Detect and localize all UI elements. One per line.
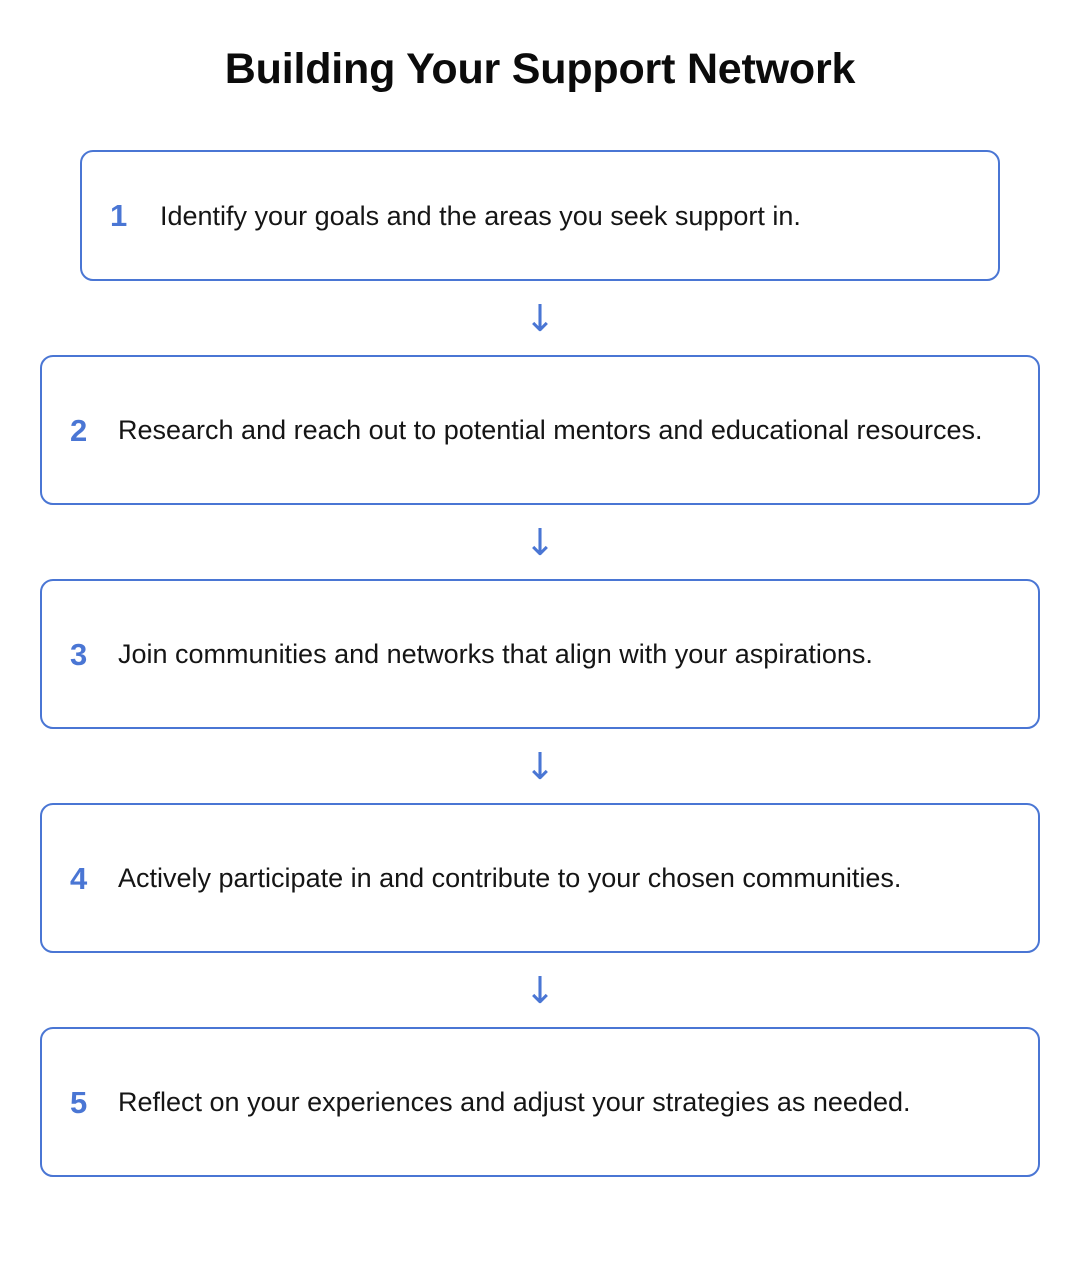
step-number-2: 2 [70,412,88,448]
step-box-5[interactable]: 5 Reflect on your experiences and adjust… [40,1027,1040,1178]
step-number-3: 3 [70,636,88,672]
step-box-1[interactable]: 1 Identify your goals and the areas you … [80,150,1000,282]
arrow-down-icon-4: ↓ [524,968,556,1012]
steps-flow: 1 Identify your goals and the areas you … [0,150,1080,1178]
step-text-2: Research and reach out to potential ment… [118,415,983,446]
step-number-4: 4 [70,860,88,896]
step-box-3[interactable]: 3 Join communities and networks that ali… [40,579,1040,730]
arrow-down-icon-1: ↓ [524,296,556,340]
arrow-down-icon-2: ↓ [524,520,556,564]
step-text-3: Join communities and networks that align… [118,639,873,670]
step-box-4[interactable]: 4 Actively participate in and contribute… [40,803,1040,954]
step-number-1: 1 [110,198,128,234]
arrow-down-icon-3: ↓ [524,744,556,788]
step-text-1: Identify your goals and the areas you se… [160,200,801,231]
step-text-4: Actively participate in and contribute t… [118,863,902,894]
step-text-5: Reflect on your experiences and adjust y… [118,1087,911,1118]
page-title: Building Your Support Network [224,45,856,93]
step-number-5: 5 [70,1084,88,1120]
step-box-2[interactable]: 2 Research and reach out to potential me… [40,355,1040,506]
